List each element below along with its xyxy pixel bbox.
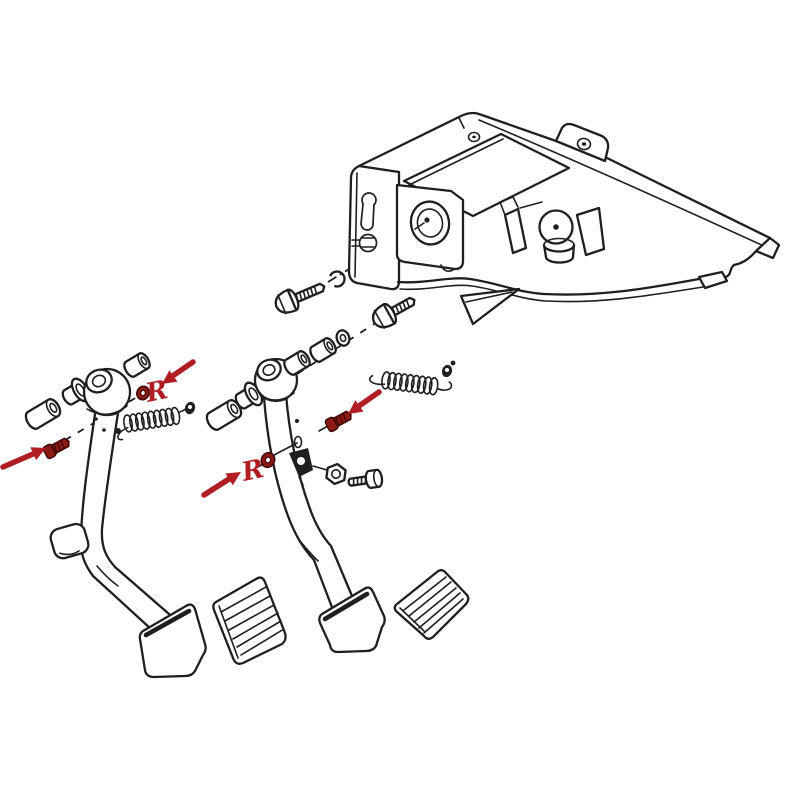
hex-nut bbox=[325, 462, 347, 486]
tab-hole bbox=[576, 137, 592, 151]
bracket-tab bbox=[554, 122, 610, 163]
bushing-cap bbox=[283, 350, 311, 376]
spacer-sleeve bbox=[24, 398, 62, 430]
bracket-tip bbox=[754, 236, 781, 260]
clutch-pedal-group bbox=[24, 352, 207, 679]
pedal-plate bbox=[318, 586, 386, 654]
callout-arrow-lower-right bbox=[201, 472, 241, 498]
plate-bolt-head bbox=[358, 233, 378, 253]
pedal-pad-left bbox=[212, 576, 287, 665]
bracket-flange bbox=[459, 287, 521, 326]
callout-arrow-lower-left bbox=[0, 447, 46, 470]
snap-ring bbox=[328, 270, 346, 288]
highlighted-washer-right bbox=[260, 451, 276, 469]
stop-bracket bbox=[289, 448, 328, 486]
spring-clip bbox=[184, 401, 196, 415]
callout-arrow-upper-right bbox=[348, 389, 382, 414]
flat-washer bbox=[335, 329, 351, 347]
clutch-return-spring bbox=[117, 403, 190, 441]
adjust-bolt bbox=[347, 468, 384, 490]
clutch-pedal-arm bbox=[80, 413, 169, 629]
brake-return-spring bbox=[368, 371, 453, 396]
bracket-mounting-plate bbox=[347, 164, 401, 291]
spring-clip bbox=[441, 360, 456, 378]
callout-arrow-upper-left bbox=[162, 359, 196, 384]
pivot-bolt-lower bbox=[371, 296, 416, 329]
bracket-foot bbox=[697, 270, 729, 290]
pedal-pad-right bbox=[393, 569, 470, 640]
pivot-bolt-upper bbox=[274, 282, 326, 315]
mounting-plate-holes bbox=[351, 192, 378, 253]
pedal-plate bbox=[138, 603, 207, 679]
plate-hole bbox=[467, 131, 481, 143]
brake-pedal-group bbox=[205, 350, 456, 654]
highlighted-washer-left bbox=[136, 385, 150, 401]
bushing-cap bbox=[309, 337, 337, 363]
bushing-cap bbox=[123, 352, 151, 378]
flanged-bushing bbox=[234, 381, 264, 410]
pedal-stop-pad bbox=[49, 522, 90, 560]
clevis-and-roller bbox=[499, 196, 606, 264]
highlighted-bolt-right bbox=[324, 410, 352, 433]
pedal-support-bracket bbox=[347, 111, 781, 326]
highlighted-bolt-left bbox=[42, 437, 70, 460]
